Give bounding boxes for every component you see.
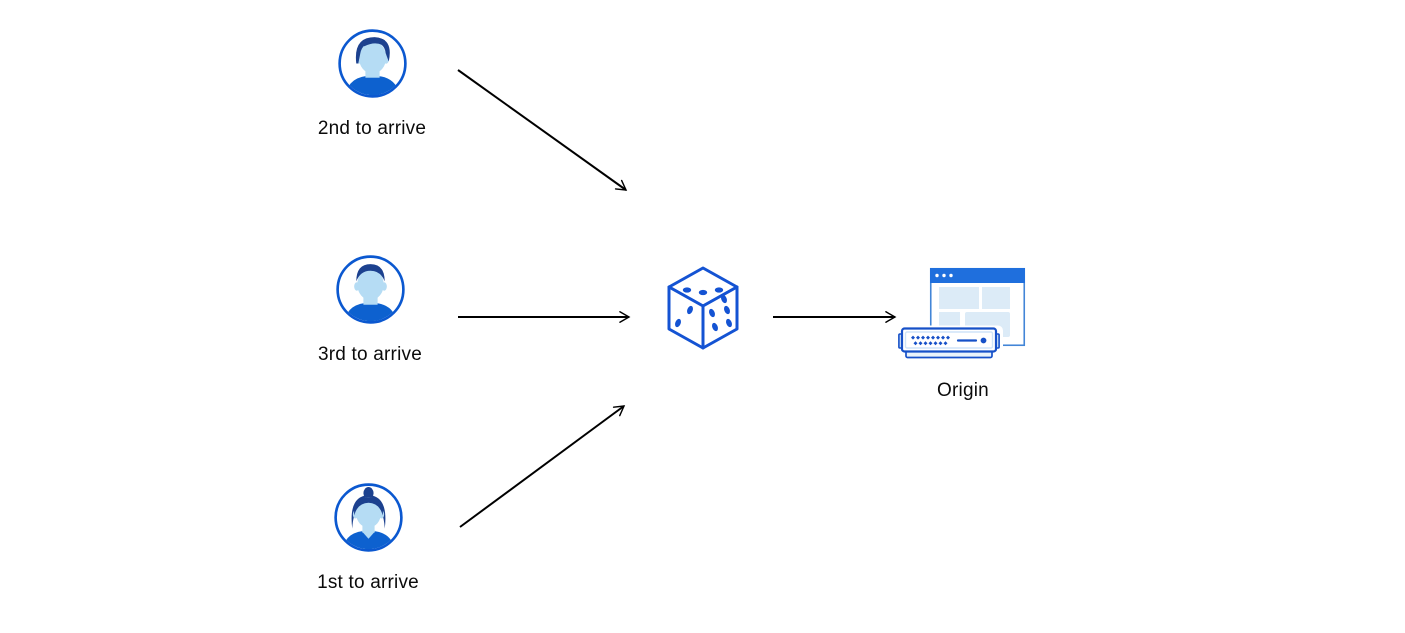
person-female-avatar-icon [333, 483, 403, 552]
node-client-3rd: 3rd to arrive [300, 255, 440, 366]
arrow-2nd-to-dice [457, 69, 628, 191]
arrow-1st-to-dice [459, 405, 626, 528]
client-1st-label: 1st to arrive [317, 572, 419, 593]
node-client-1st: 1st to arrive [298, 483, 438, 594]
origin-server-icon [898, 262, 1028, 364]
node-randomizer [666, 265, 740, 351]
person-male-avatar-icon [337, 29, 407, 98]
client-2nd-label: 2nd to arrive [317, 118, 427, 139]
origin-label: Origin [937, 380, 989, 401]
node-client-2nd: 2nd to arrive [302, 29, 442, 140]
client-3rd-label: 3rd to arrive [318, 344, 422, 365]
node-origin: Origin [898, 262, 1028, 402]
dice-icon [666, 265, 740, 351]
person-male-avatar-icon [335, 255, 405, 324]
